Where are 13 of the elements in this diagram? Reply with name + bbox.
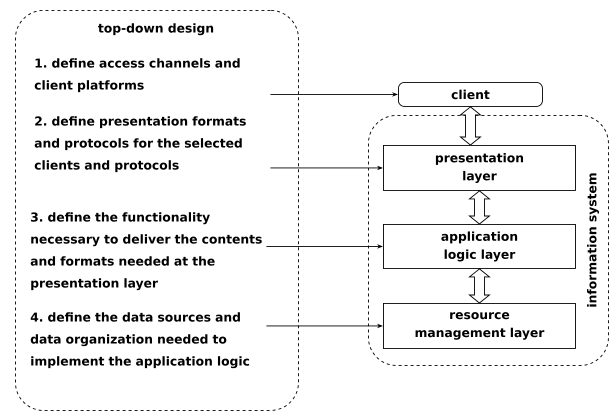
step-text: 4. define the data sources and data organization needed to implement the application logic <box>30 312 250 368</box>
step-text: 3. define the functionality necessary to deliver the contents and formats needed at the presentation layer <box>30 212 262 290</box>
block-arrow <box>459 106 482 146</box>
step-text: 1. define access channels and client platforms <box>34 58 240 92</box>
layer-box: client <box>398 82 543 107</box>
layer-box: presentation layer <box>383 145 576 191</box>
block-arrow <box>468 268 491 304</box>
step-text: 2. define presentation formats and protocols for the selected clients and protocols <box>34 116 246 172</box>
layer-box: application logic layer <box>383 224 576 269</box>
block-arrow <box>468 190 491 225</box>
group-heading: information system <box>587 173 599 307</box>
layer-box: resource management layer <box>383 303 576 349</box>
group-heading: top-down design <box>98 23 214 36</box>
